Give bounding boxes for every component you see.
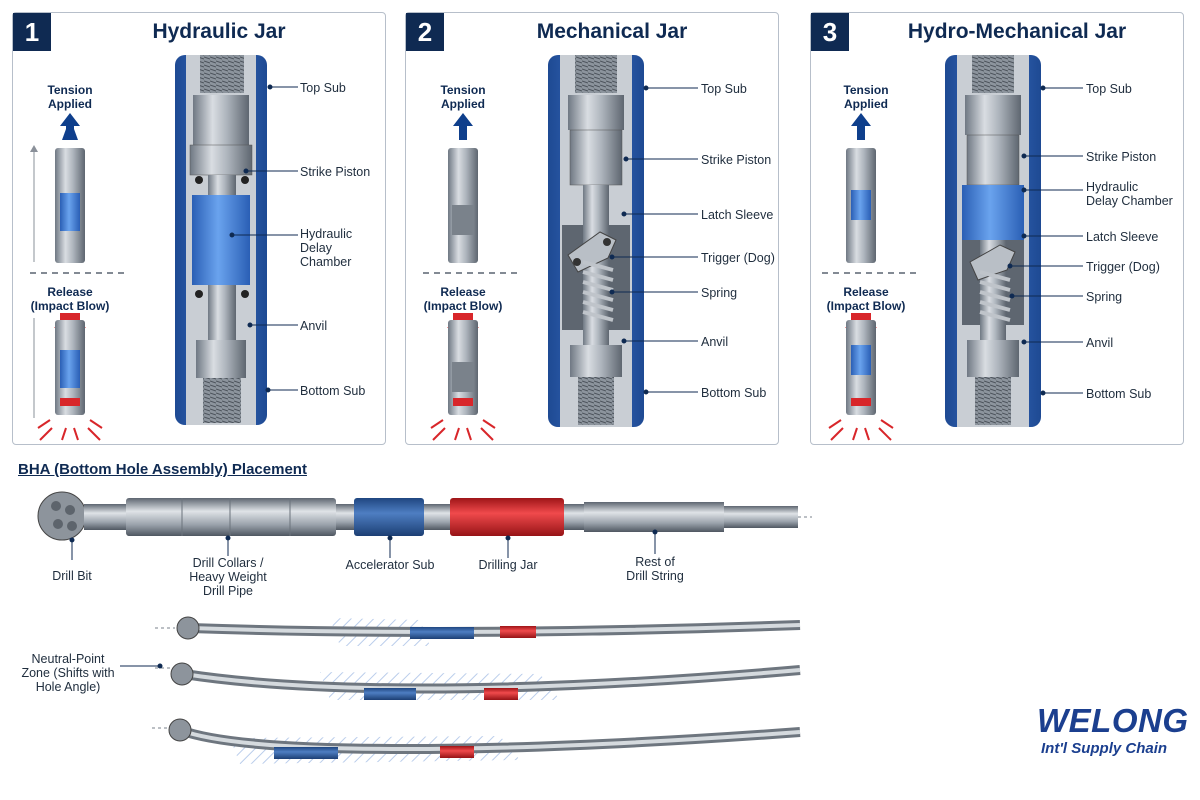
neutral-point-leader <box>120 663 163 669</box>
panel-number: 3 <box>811 13 849 51</box>
label-rest-of-drill-string: Rest of Drill String <box>626 555 684 583</box>
label-neutral-point-zone: Neutral-Point Zone (Shifts with Hole Ang… <box>21 652 115 694</box>
bha-curved-strings <box>152 616 801 764</box>
mechanical-jar-cross-section <box>548 55 644 427</box>
panel1-leader-lines <box>229 84 298 393</box>
panel-number: 2 <box>406 13 444 51</box>
label-drill-collars: Drill Collars / Heavy Weight Drill Pipe <box>189 556 267 598</box>
label-anvil: Anvil <box>701 335 729 349</box>
label-drill-bit: Drill Bit <box>52 569 92 583</box>
panel-number: 1 <box>13 13 51 51</box>
release-label: Release (Impact Blow) <box>423 285 503 313</box>
accelerator-sub <box>354 498 424 536</box>
label-trigger-dog: Trigger (Dog) <box>1086 260 1160 274</box>
label-trigger-dog: Trigger (Dog) <box>701 251 775 265</box>
label-top-sub: Top Sub <box>1086 82 1132 96</box>
label-anvil: Anvil <box>1086 336 1114 350</box>
panel3-leader-lines <box>1007 85 1083 396</box>
hydraulic-jar-cross-section <box>175 55 267 425</box>
label-strike-piston: Strike Piston <box>300 165 371 179</box>
hydro-mechanical-jar-cross-section <box>945 55 1041 427</box>
label-top-sub: Top Sub <box>701 82 747 96</box>
drilling-jar <box>450 498 564 536</box>
welong-logo-tagline: Int'l Supply Chain <box>1041 740 1168 757</box>
label-strike-piston: Strike Piston <box>701 153 772 167</box>
panel-title: Mechanical Jar <box>536 20 688 43</box>
tension-label: Tension Applied <box>440 83 486 111</box>
tension-arrow-icon <box>851 113 871 140</box>
tension-label: Tension Applied <box>47 83 93 111</box>
jar-illustrations <box>30 55 1083 441</box>
welong-logo: WELONG <box>1037 702 1189 739</box>
bha-illustration <box>37 491 812 764</box>
tension-arrow-icon <box>453 113 473 140</box>
label-hydraulic-delay-chamber: Hydraulic Delay Chamber <box>300 227 353 269</box>
drill-bit-icon <box>176 616 200 640</box>
label-bottom-sub: Bottom Sub <box>300 384 366 398</box>
drill-bit-icon <box>37 491 87 541</box>
label-strike-piston: Strike Piston <box>1086 150 1157 164</box>
panel2-leader-lines <box>609 85 698 395</box>
label-accelerator-sub: Accelerator Sub <box>345 558 435 572</box>
label-top-sub: Top Sub <box>300 81 346 95</box>
tension-arrow-icon <box>60 113 80 140</box>
mini-tools <box>30 113 917 441</box>
release-label: Release (Impact Blow) <box>826 285 906 313</box>
bha-section-title: BHA (Bottom Hole Assembly) Placement <box>18 461 307 478</box>
drill-bit-icon <box>170 662 194 686</box>
label-drilling-jar: Drilling Jar <box>478 558 538 572</box>
bha-leader-lines <box>69 529 658 560</box>
bha-main-string <box>37 491 812 541</box>
tension-label: Tension Applied <box>843 83 889 111</box>
label-hydraulic-delay-chamber: Hydraulic Delay Chamber <box>1086 180 1173 208</box>
panel-title: Hydro-Mechanical Jar <box>907 20 1127 43</box>
drill-bit-icon <box>168 718 192 742</box>
label-latch-sleeve: Latch Sleeve <box>1086 230 1159 244</box>
label-latch-sleeve: Latch Sleeve <box>701 208 774 222</box>
label-anvil: Anvil <box>300 319 328 333</box>
label-spring: Spring <box>1086 290 1123 304</box>
panel-title: Hydraulic Jar <box>152 20 286 43</box>
label-bottom-sub: Bottom Sub <box>701 386 767 400</box>
label-spring: Spring <box>701 286 738 300</box>
label-bottom-sub: Bottom Sub <box>1086 387 1152 401</box>
release-label: Release (Impact Blow) <box>30 285 110 313</box>
